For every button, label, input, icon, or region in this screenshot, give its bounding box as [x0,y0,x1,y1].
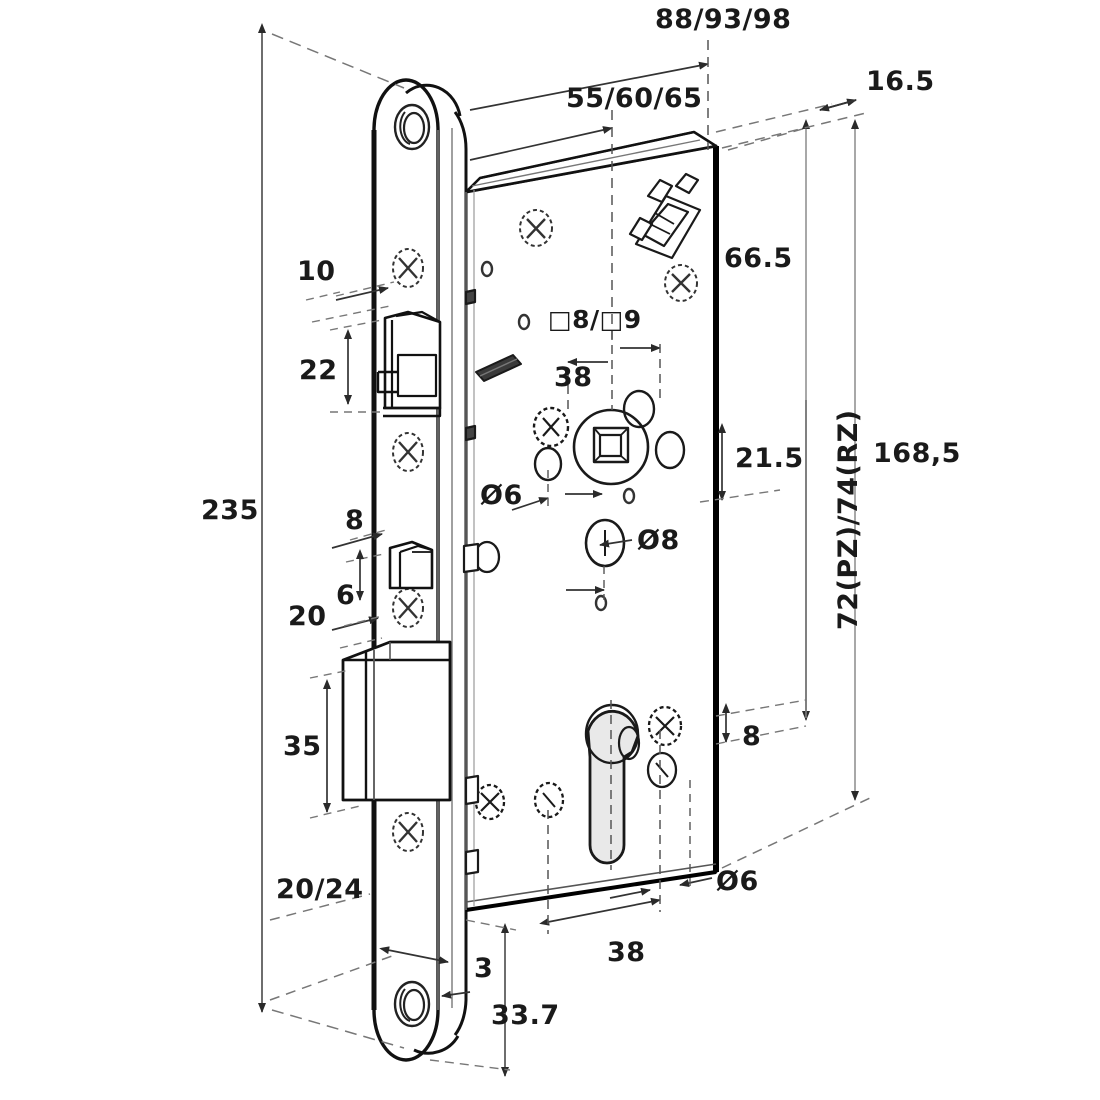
label-dia6-upper: Ø6 [480,480,523,511]
dim-35 [309,669,361,819]
dim-22 [329,319,383,413]
faceplate-hole-bottom [393,980,431,1028]
microswitch-module [628,172,702,260]
label-dia6-lower: Ø6 [716,866,759,897]
dim-dia8 [566,539,633,600]
case-screw-upper [519,209,553,247]
deadbolt [341,640,452,802]
label-38-upper: 38 [554,362,593,393]
label-72pz-74rz: 72(PZ)/74(RZ) [833,409,864,630]
label-8-left: 8 [345,505,365,536]
label-22: 22 [299,355,338,386]
dim-8-right [715,699,807,745]
label-35: 35 [283,731,322,762]
label-20-24: 20/24 [276,874,364,905]
dim-235 [258,23,405,1049]
dim-20-24 [269,893,449,1001]
dim-16-5 [715,98,857,151]
dim-38-lower [539,730,661,934]
dim-38-upper [567,330,661,412]
case-side-lugs [462,288,480,876]
dim-10 [305,281,395,323]
label-33-7: 33.7 [491,1000,560,1031]
dim-33-7 [429,919,517,1077]
label-21-5: 21.5 [735,443,804,474]
small-hole-markers [480,260,636,612]
label-16-5: 16.5 [866,66,935,97]
dim-3 [441,990,471,999]
roller-pin [475,354,522,382]
dimension-lines [258,23,871,1077]
case-features [462,172,702,876]
faceplate-screw-2 [392,432,424,472]
label-dia8: Ø8 [637,525,680,556]
label-38-lower: 38 [607,937,646,968]
case-screw-switch [664,264,698,302]
dim-20-left [331,615,383,649]
label-6-left: 6 [336,580,356,611]
label-235: 235 [201,495,259,526]
dim-dia6-upper [511,470,603,511]
label-20-left: 20 [288,601,327,632]
dim-21-5 [699,423,781,503]
label-168-5: 168,5 [873,438,961,469]
label-66-5: 66.5 [724,243,793,274]
label-spindle-hole: □8/□9 [548,305,642,334]
label-55-60-65: 55/60/65 [566,83,703,114]
dim-55-60-65 [469,110,613,340]
dim-dia6-lower [679,780,713,890]
label-3: 3 [474,953,494,984]
dim-168-5 [721,111,871,869]
cylinder-keyway [584,703,641,865]
auxiliary-bolt [388,540,434,590]
latch-bolt [376,310,442,418]
faceplate-screw-4 [392,812,424,852]
drawing-lines [341,78,719,1062]
label-88-93-98: 88/93/98 [655,4,792,35]
spindle-hole [572,408,650,486]
dim-88-93-98 [469,40,709,150]
faceplate-hole-top [393,103,431,151]
faceplate-screw-1 [392,248,424,288]
label-8-right: 8 [742,721,762,752]
dim-8-left [331,529,387,563]
label-10: 10 [297,256,336,287]
follower-holes [532,389,686,482]
cylinder-area-holes [473,540,683,821]
